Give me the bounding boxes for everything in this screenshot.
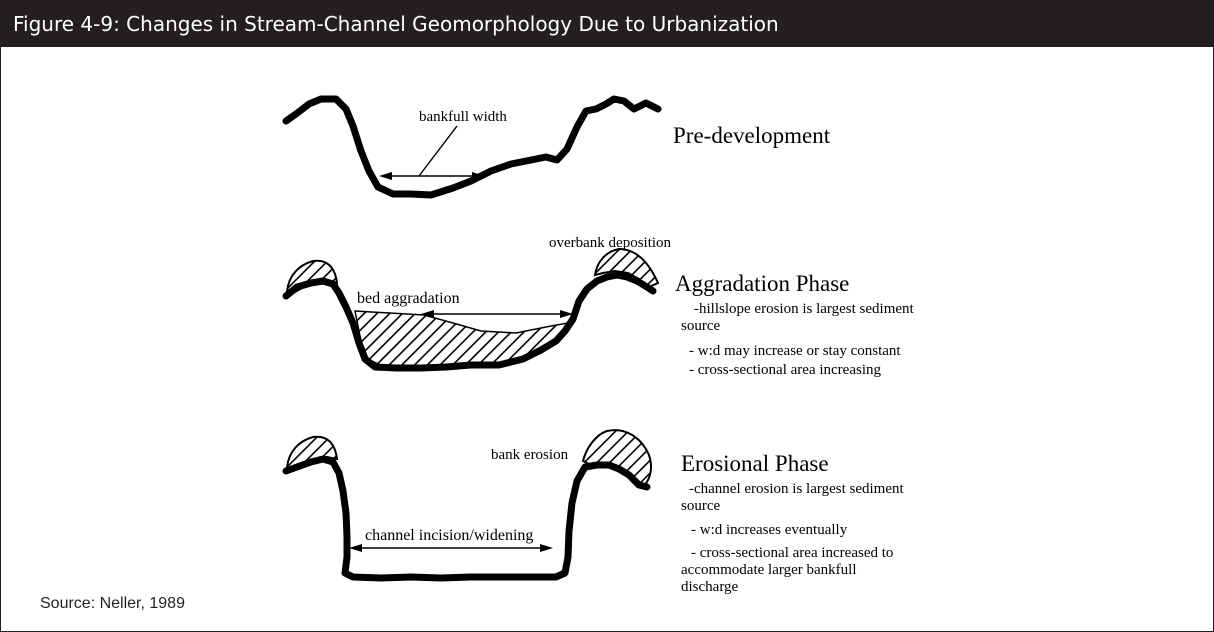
bank-erosion-hatch bbox=[583, 430, 651, 487]
erosional-heading: Erosional Phase bbox=[681, 451, 829, 476]
aggradation-note-4: - cross-sectional area increasing bbox=[689, 362, 881, 378]
aggradation-note-2: source bbox=[681, 318, 720, 334]
erosional-note-1: -channel erosion is largest sediment bbox=[689, 481, 904, 497]
pre-development-heading: Pre-development bbox=[673, 123, 831, 148]
erosional-note-2: source bbox=[681, 498, 720, 514]
bed-aggradation-hatch bbox=[355, 311, 568, 369]
bankfull-width-label: bankfull width bbox=[419, 109, 507, 125]
aggradation-note-1: -hillslope erosion is largest sediment bbox=[694, 301, 915, 317]
erosional-note-3: - w:d increases eventually bbox=[691, 522, 848, 538]
aggradation-panel: overbank deposition bed aggradation Aggr… bbox=[286, 235, 915, 378]
erosional-note-5: accommodate larger bankfull bbox=[681, 562, 856, 578]
erosional-note-6: discharge bbox=[681, 579, 739, 595]
erosional-channel-profile bbox=[286, 459, 647, 578]
bed-aggradation-label: bed aggradation bbox=[357, 290, 460, 307]
bank-erosion-label: bank erosion bbox=[491, 447, 569, 463]
bankfull-width-leader bbox=[419, 126, 457, 176]
aggradation-heading: Aggradation Phase bbox=[675, 271, 849, 296]
bankfull-width-arrowhead-left bbox=[379, 172, 392, 180]
erosional-panel: bank erosion channel incision/widening E… bbox=[286, 430, 904, 595]
pre-development-panel: bankfull width Pre-development bbox=[286, 99, 831, 195]
overbank-deposition-label: overbank deposition bbox=[549, 235, 672, 251]
aggradation-note-3: - w:d may increase or stay constant bbox=[689, 343, 901, 359]
channel-incision-arrowhead-right bbox=[540, 544, 553, 552]
channel-incision-label: channel incision/widening bbox=[365, 527, 533, 544]
source-credit: Source: Neller, 1989 bbox=[40, 595, 185, 613]
erosional-note-4: - cross-sectional area increased to bbox=[691, 545, 893, 561]
channel-incision-arrowhead-left bbox=[349, 544, 362, 552]
